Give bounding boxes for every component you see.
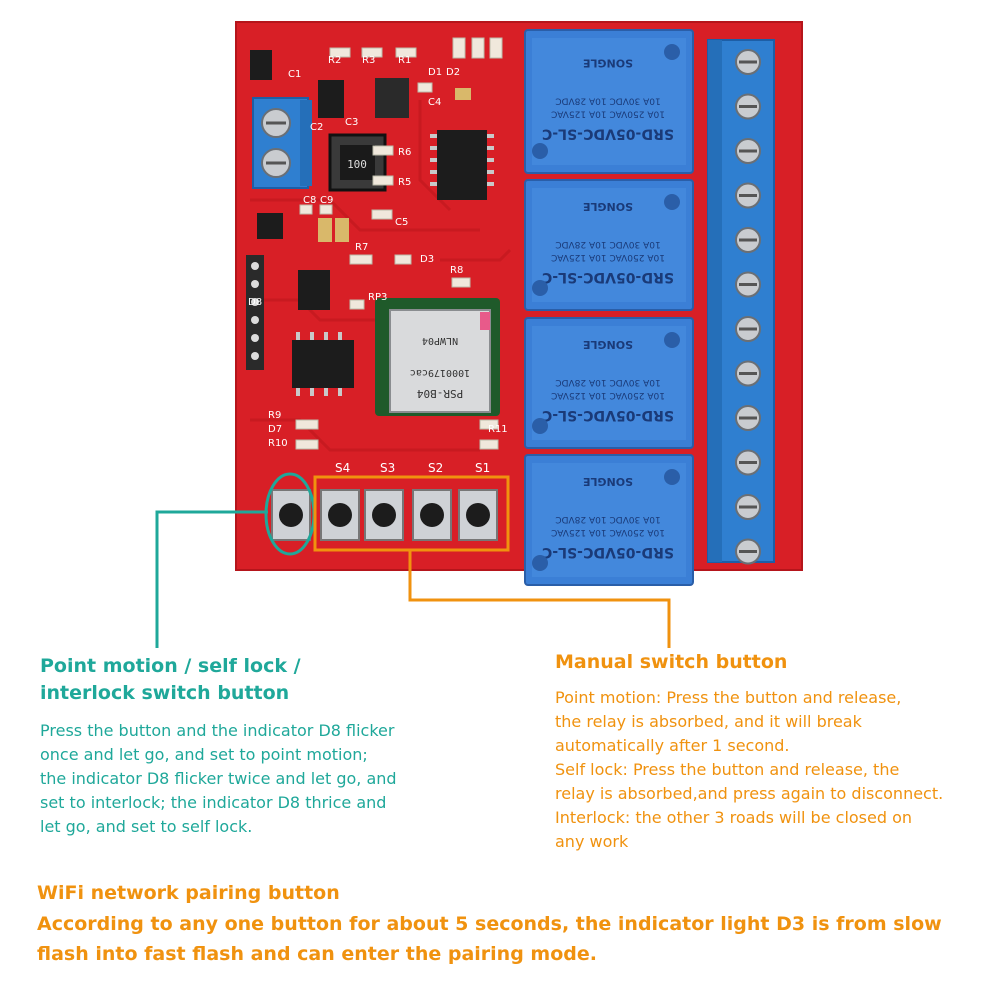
silkscreen-label: D8 bbox=[248, 297, 262, 308]
svg-text:SRD-05VDC-SL-C: SRD-05VDC-SL-C bbox=[542, 126, 674, 142]
silkscreen-label: R7 bbox=[355, 242, 368, 253]
left-callout-title-1: Point motion / self lock / bbox=[40, 655, 301, 677]
right-callout-line-5: relay is absorbed,and press again to dis… bbox=[555, 784, 944, 803]
terminal-screw bbox=[735, 449, 761, 476]
svg-text:SONGLE: SONGLE bbox=[583, 338, 633, 351]
terminal-screw bbox=[735, 494, 761, 520]
relay: SRD-05VDC-SL-C 10A 250VAC 10A 125VAC 10A 3… bbox=[524, 179, 694, 311]
terminal-screw bbox=[735, 49, 761, 75]
button-row bbox=[271, 489, 498, 541]
right-callout-line-1: Point motion: Press the button and relea… bbox=[555, 688, 902, 707]
terminal-screw bbox=[735, 271, 761, 298]
wifi-module: PSR-B04 1000179cac NLWP04 bbox=[375, 298, 500, 416]
power-terminal bbox=[252, 97, 312, 189]
silkscreen-label: RP3 bbox=[368, 292, 387, 303]
terminal-screw bbox=[735, 360, 761, 387]
svg-text:10A 30VDC 10A 28VDC: 10A 30VDC 10A 28VDC bbox=[555, 377, 660, 387]
silkscreen-label: C5 bbox=[395, 217, 408, 228]
svg-text:10A 250VAC 10A 125VAC: 10A 250VAC 10A 125VAC bbox=[551, 390, 665, 400]
silkscreen-label: C1 bbox=[288, 69, 301, 80]
svg-text:SONGLE: SONGLE bbox=[583, 200, 633, 213]
svg-text:10A 30VDC 10A 28VDC: 10A 30VDC 10A 28VDC bbox=[555, 96, 660, 106]
silkscreen-label: R9 bbox=[268, 410, 281, 421]
terminal-screw bbox=[735, 227, 761, 253]
silkscreen-label: R2 bbox=[328, 55, 341, 66]
right-callout-line-3: automatically after 1 second. bbox=[555, 736, 790, 755]
silkscreen-label: C3 bbox=[345, 117, 358, 128]
footer-title: WiFi network pairing button bbox=[37, 882, 340, 904]
silkscreen-label: R5 bbox=[398, 177, 411, 188]
silkscreen-label: D2 bbox=[446, 67, 460, 78]
svg-text:SRD-05VDC-SL-C: SRD-05VDC-SL-C bbox=[542, 544, 674, 560]
relay: SRD-05VDC-SL-C 10A 250VAC 10A 125VAC 10A 3… bbox=[524, 317, 694, 449]
s4-button[interactable] bbox=[320, 489, 360, 541]
silkscreen-label: S1 bbox=[475, 461, 490, 475]
silkscreen-label: R1 bbox=[398, 55, 411, 66]
footer-line-2: flash into fast flash and can enter the … bbox=[37, 943, 597, 965]
left-callout-line-1: Press the button and the indicator D8 fl… bbox=[40, 721, 395, 740]
svg-text:NLWP04: NLWP04 bbox=[422, 335, 458, 346]
svg-text:SRD-05VDC-SL-C: SRD-05VDC-SL-C bbox=[542, 269, 674, 285]
right-callout-line-2: the relay is absorbed, and it will break bbox=[555, 712, 862, 731]
silkscreen-label: R8 bbox=[450, 265, 463, 276]
s1-button[interactable] bbox=[458, 489, 498, 541]
svg-text:SONGLE: SONGLE bbox=[583, 57, 633, 70]
mode-switch-button[interactable] bbox=[271, 489, 311, 541]
terminal-screw bbox=[735, 405, 761, 431]
right-callout-line-4: Self lock: Press the button and release,… bbox=[555, 760, 900, 779]
silkscreen-label: C2 bbox=[310, 122, 323, 133]
silkscreen-label: D3 bbox=[420, 254, 434, 265]
silkscreen-label: C4 bbox=[428, 97, 441, 108]
terminal-screw bbox=[735, 93, 761, 120]
svg-text:SONGLE: SONGLE bbox=[583, 475, 633, 488]
svg-text:SRD-05VDC-SL-C: SRD-05VDC-SL-C bbox=[542, 407, 674, 423]
terminal-screw bbox=[735, 138, 761, 164]
silkscreen-label: D7 bbox=[268, 424, 282, 435]
silkscreen-label: R11 bbox=[488, 424, 508, 435]
svg-text:1000179cac: 1000179cac bbox=[410, 367, 470, 378]
left-callout-line-4: set to interlock; the indicator D8 thric… bbox=[40, 793, 387, 812]
right-callout-line-6: Interlock: the other 3 roads will be clo… bbox=[555, 808, 913, 827]
relay-bank: SRD-05VDC-SL-C 10A 250VAC 10A 125VAC 10A 3… bbox=[524, 29, 694, 586]
silkscreen-label: D1 bbox=[428, 67, 442, 78]
relay: SRD-05VDC-SL-C 10A 250VAC 10A 125VAC 10A 3… bbox=[524, 29, 694, 174]
silkscreen-label: S2 bbox=[428, 461, 443, 475]
left-callout-title-2: interlock switch button bbox=[40, 682, 290, 704]
svg-text:PSR-B04: PSR-B04 bbox=[416, 387, 463, 400]
silkscreen-label: R3 bbox=[362, 55, 375, 66]
silkscreen-label: S3 bbox=[380, 461, 395, 475]
s2-button[interactable] bbox=[412, 489, 452, 541]
s3-button[interactable] bbox=[364, 489, 404, 541]
silkscreen-label: S4 bbox=[335, 461, 350, 475]
output-terminal-strip bbox=[707, 39, 775, 565]
right-callout-title: Manual switch button bbox=[555, 651, 788, 673]
svg-text:10A 250VAC 10A 125VAC: 10A 250VAC 10A 125VAC bbox=[551, 109, 665, 119]
terminal-screw bbox=[735, 316, 761, 342]
orange-leader-line bbox=[408, 550, 671, 648]
terminal-screw bbox=[735, 182, 761, 209]
teal-leader-line bbox=[155, 510, 268, 648]
inductor-label: 100 bbox=[347, 158, 367, 171]
left-callout-line-3: the indicator D8 flicker twice and let g… bbox=[40, 769, 397, 788]
pin-header bbox=[246, 255, 264, 370]
svg-text:10A 30VDC 10A 28VDC: 10A 30VDC 10A 28VDC bbox=[555, 514, 660, 524]
silkscreen-label: C9 bbox=[320, 195, 333, 206]
left-callout-line-2: once and let go, and set to point motion… bbox=[40, 745, 368, 764]
silkscreen-label: R10 bbox=[268, 438, 288, 449]
svg-text:10A 250VAC 10A 125VAC: 10A 250VAC 10A 125VAC bbox=[551, 252, 665, 262]
relay: SRD-05VDC-SL-C 10A 250VAC 10A 125VAC 10A 3… bbox=[524, 454, 694, 586]
terminal-screw bbox=[735, 538, 761, 565]
silkscreen-label: R6 bbox=[398, 147, 411, 158]
svg-text:10A 250VAC 10A 125VAC: 10A 250VAC 10A 125VAC bbox=[551, 527, 665, 537]
relay-board-photo: 100 bbox=[155, 21, 803, 648]
left-callout-line-5: let go, and set to self lock. bbox=[40, 817, 253, 836]
silkscreen-label: C8 bbox=[303, 195, 316, 206]
right-callout-line-7: any work bbox=[555, 832, 629, 851]
footer-line-1: According to any one button for about 5 … bbox=[37, 913, 942, 935]
svg-text:10A 30VDC 10A 28VDC: 10A 30VDC 10A 28VDC bbox=[555, 239, 660, 249]
